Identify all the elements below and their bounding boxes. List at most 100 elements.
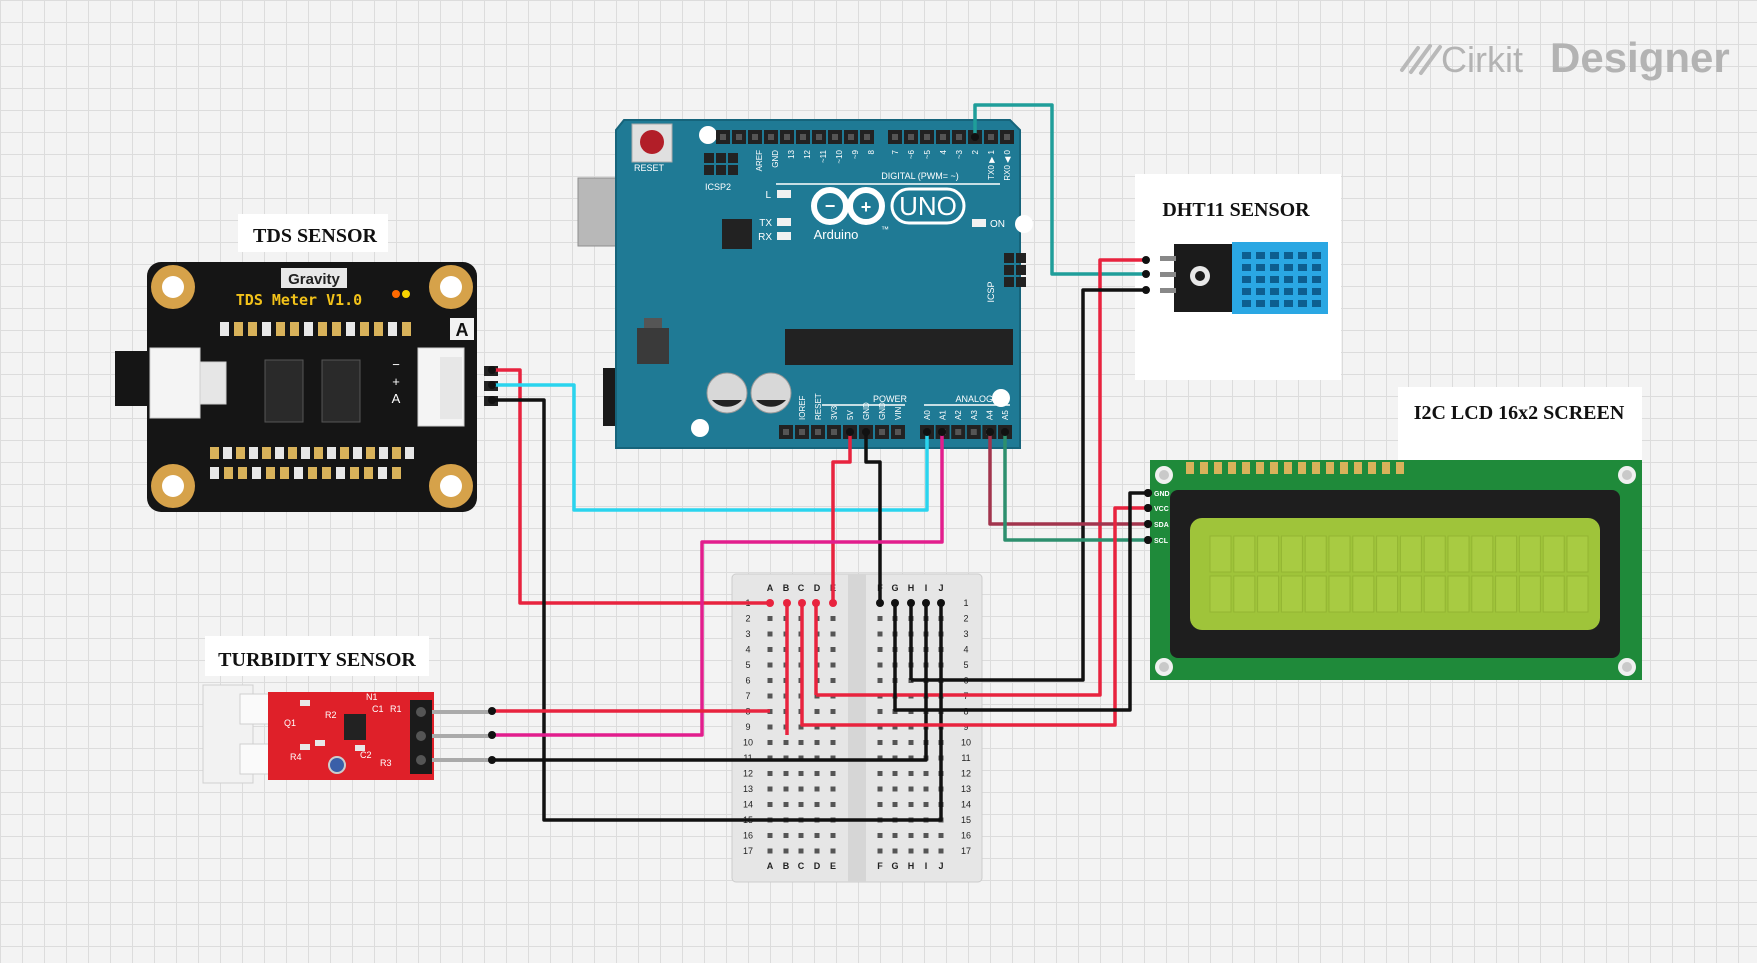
digital-pin-label: ~10 [835,149,844,163]
digital-header[interactable] [716,130,1014,144]
wire-d2-dht-data[interactable] [973,103,1146,276]
silkscreen-label: C1 [372,704,384,714]
digital-pin-label: 7 [891,149,900,154]
icsp-header [1004,253,1026,287]
digital-pin-label: ~3 [955,149,964,159]
wire-lcd-gnd[interactable] [893,491,1148,712]
digital-pin-label: 8 [867,149,876,154]
silkscreen-label: C2 [360,750,372,760]
row-label-left: 11 [743,753,752,763]
tds-label: TDS SENSOR [253,225,377,247]
wire-tds-gnd[interactable] [492,398,943,822]
column-label: I [925,861,928,871]
trademark: ™ [881,225,889,234]
silkscreen-label: R2 [325,710,337,720]
wire-tds-vcc[interactable] [492,368,770,605]
row-label-left: 14 [743,800,753,810]
row-label-left: 5 [745,660,750,670]
status-leds: L TX RX ON [758,190,1005,243]
power-pin-label: 5V [846,410,855,420]
lcd-pin-label: SDA [1154,522,1169,529]
icsp2-label: ICSP2 [705,182,731,192]
reset-button[interactable] [640,130,664,154]
row-label-left: 16 [743,831,753,841]
tds-sensor[interactable]: TDS SENSOR Gravity TDS Meter V1.0 A − + … [115,214,498,512]
lcd-label-bg [1398,387,1642,463]
power-pin-label: GND [878,402,887,420]
arduino-logo-text: Arduino [814,227,859,242]
atmega-chip [785,329,1013,365]
row-label-right: 3 [963,629,968,639]
power-pin-label: VIN [894,406,903,420]
power-pin-label: IOREF [798,395,807,420]
digital-pin-label: AREF [755,150,764,171]
arduino-board [615,119,1021,449]
row-label-left: 2 [745,614,750,624]
wire-turbidity-gnd[interactable] [492,603,928,762]
led-on-label: ON [990,219,1005,230]
tds-brand: Gravity [288,271,340,288]
digital-pin-label: TX0 ▶ 1 [987,149,996,179]
row-label-right: 11 [961,753,970,763]
dht11-vents [1242,252,1321,307]
row-label-right: 16 [961,831,971,841]
wire-gnd-breadboard[interactable] [864,432,882,603]
power-pin-label: 3V3 [830,405,839,420]
dht11-sensor[interactable]: DHT11 SENSOR [1135,174,1341,380]
wire-a5-scl[interactable] [1003,432,1148,542]
tds-pin-plus: + [392,374,400,389]
power-header[interactable] [779,425,905,439]
digital-pin-label: 2 [971,149,980,154]
analog-label: ANALOG IN [955,394,1004,404]
analog-pin-label: A1 [939,410,948,420]
lcd-pin-label: SCL [1154,538,1169,545]
power-pin-label: RESET [814,393,823,420]
analog-pin-label: A3 [970,410,979,420]
wire-dht-gnd[interactable] [911,288,1146,682]
row-label-right: 10 [961,738,971,748]
column-label: B [783,583,790,593]
row-label-left: 3 [745,629,750,639]
column-label: E [830,861,836,871]
wire-dht-vcc[interactable] [816,258,1146,697]
column-label: A [767,583,774,593]
row-label-right: 17 [961,846,971,856]
digital-label: DIGITAL (PWM= ~) [881,171,959,181]
row-label-left: 4 [745,645,750,655]
digital-pin-label: ~5 [923,149,932,159]
lcd-pin-label: VCC [1154,506,1169,513]
wire-5v-breadboard[interactable] [831,432,852,603]
column-label: D [814,583,821,593]
column-label: H [908,861,915,871]
tds-components [210,322,414,479]
row-label-left: 12 [743,769,753,779]
row-label-left: 7 [745,691,750,701]
wire-a4-sda[interactable] [988,432,1148,526]
turbidity-label: TURBIDITY SENSOR [218,649,416,671]
tds-corner-mark: A [456,320,469,340]
column-label: H [908,583,915,593]
column-label: J [938,583,943,593]
dht11-pins[interactable] [1160,256,1176,293]
wires[interactable] [492,103,1148,822]
turbidity-label-bg [205,636,429,676]
tds-pin-minus: − [392,357,400,372]
capacitors [706,372,792,414]
row-label-left: 13 [743,784,753,794]
wire-a1-turbidity[interactable] [492,432,944,737]
icsp-label: ICSP [986,281,996,302]
svg-text:+: + [861,197,872,217]
icsp2-header [704,153,738,175]
tds-model: TDS Meter V1.0 [236,291,362,309]
wire-lcd-vcc[interactable] [800,506,1148,727]
wire-tds-signal-a0[interactable] [492,383,929,512]
tds-label-bg [238,214,388,252]
led-tx-label: TX [759,218,772,229]
